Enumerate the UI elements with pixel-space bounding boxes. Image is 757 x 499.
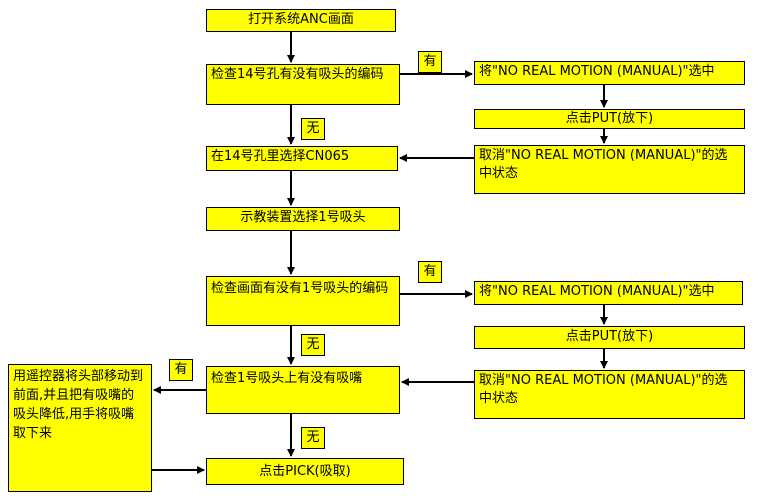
check-code-nozzle-1-box: 检查画面有没有1号吸头的编码 — [206, 276, 400, 326]
set-no-real-motion-box-2: 将"NO REAL MOTION (MANUAL)"选中 — [474, 281, 743, 305]
select-cn065-box: 在14号孔里选择CN065 — [206, 146, 398, 171]
cancel-no-real-motion-box-1: 取消"NO REAL MOTION (MANUAL)"的选中状态 — [474, 145, 745, 194]
cancel-no-real-motion-box-2: 取消"NO REAL MOTION (MANUAL)"的选中状态 — [474, 370, 745, 419]
click-pick-box: 点击PICK(吸取) — [206, 458, 404, 485]
no-label-2: 无 — [301, 334, 325, 356]
yes-label-3: 有 — [169, 359, 193, 381]
set-no-real-motion-box-1: 将"NO REAL MOTION (MANUAL)"选中 — [474, 61, 745, 85]
click-put-box-1: 点击PUT(放下) — [474, 109, 745, 129]
no-label-1: 无 — [301, 118, 325, 140]
open-anc-box: 打开系统ANC画面 — [206, 9, 396, 32]
yes-label-2: 有 — [418, 261, 442, 283]
click-put-box-2: 点击PUT(放下) — [474, 326, 745, 349]
check-14-box: 检查14号孔有没有吸头的编码 — [206, 64, 400, 105]
no-label-3: 无 — [301, 427, 325, 449]
yes-label-1: 有 — [418, 51, 442, 73]
teach-select-nozzle-1-box: 示教装置选择1号吸头 — [206, 207, 400, 231]
remote-remove-nozzle-box: 用遥控器将头部移动到前面,并且把有吸嘴的吸头降低,用手将吸嘴取下来 — [8, 364, 152, 492]
check-nozzle-box: 检查1号吸头上有没有吸嘴 — [206, 366, 400, 414]
